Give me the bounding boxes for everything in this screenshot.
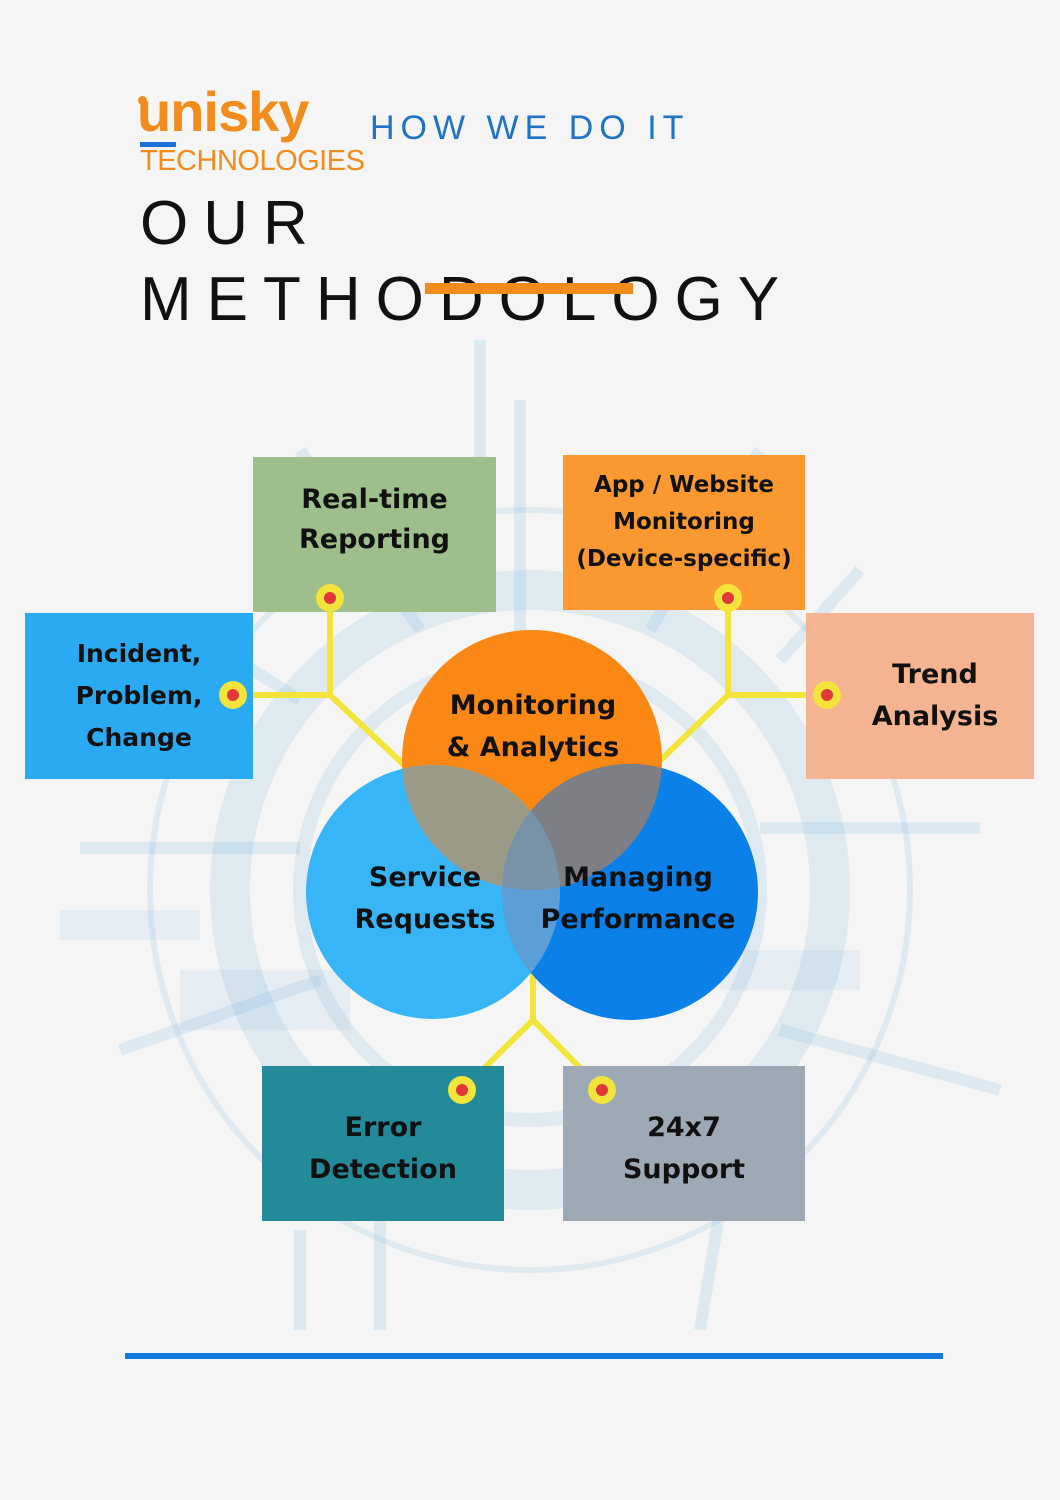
node-incident [219, 681, 247, 709]
box-trend-analysis: Trend Analysis [806, 613, 1034, 779]
box-support-label: 24x7 Support [622, 1111, 746, 1185]
connector-nodes [219, 584, 841, 1104]
box-realtime-reporting: Real-time Reporting [253, 457, 496, 612]
overlap-monitoring-service [402, 765, 560, 890]
node-trend [813, 681, 841, 709]
logo-subtext: TECHNOLOGIES [140, 145, 365, 177]
footer-divider [125, 1353, 943, 1359]
logo-dot [138, 96, 147, 105]
page-subtitle: HOW WE DO IT [370, 109, 690, 147]
box-app-monitoring: App / Website Monitoring (Device-specifi… [563, 455, 805, 610]
background-decoration [60, 340, 1002, 1330]
node-error [448, 1076, 476, 1104]
venn-diagram [306, 630, 758, 1020]
node-app-monitoring [714, 584, 742, 612]
box-incident-label: Incident, Problem, Change [75, 639, 203, 752]
node-support [588, 1076, 616, 1104]
circle-service-label: Service Requests [354, 862, 496, 935]
logo-bar [140, 142, 176, 147]
title-underline [425, 283, 633, 294]
circle-performance-label: Managing Performance [540, 862, 736, 935]
page-title: OUR METHODOLOGY [140, 189, 795, 334]
box-trend-label: Trend Analysis [871, 659, 999, 732]
node-realtime [316, 584, 344, 612]
box-incident-problem-change: Incident, Problem, Change [25, 613, 253, 779]
box-error-detection: Error Detection [262, 1066, 504, 1221]
box-app-monitoring-label: App / Website Monitoring (Device-specifi… [576, 472, 792, 572]
box-realtime-label: Real-time Reporting [298, 483, 450, 555]
circle-monitoring-label: Monitoring & Analytics [446, 690, 620, 763]
logo-wordmark: unisky [137, 80, 309, 143]
box-error-label: Error Detection [309, 1111, 457, 1185]
overlap-monitoring-performance [502, 764, 662, 890]
methodology-diagram: Real-time Reporting App / Website Monito… [0, 330, 1060, 1330]
